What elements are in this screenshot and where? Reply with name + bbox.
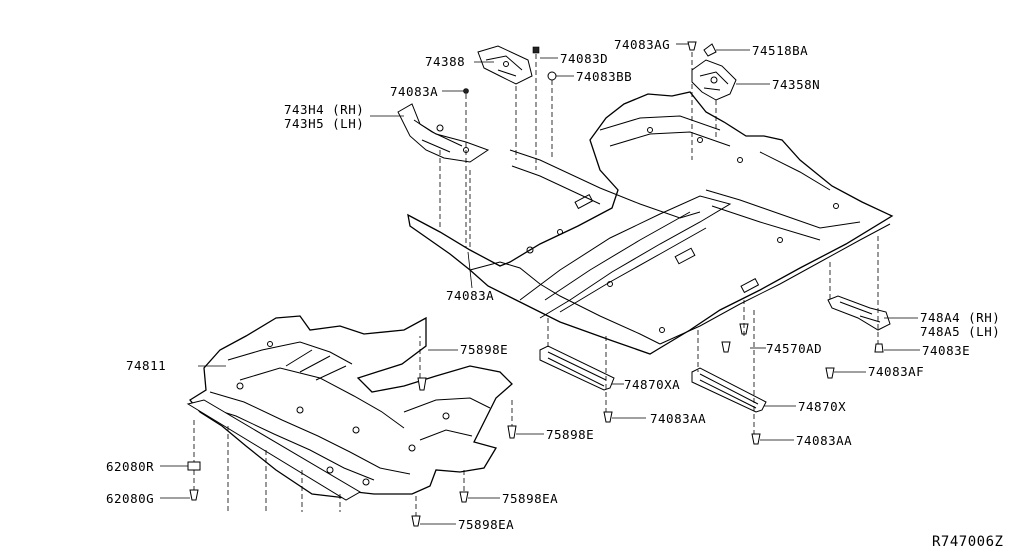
clip-75898EA-upper: [459, 491, 469, 503]
clip-74083AG: [687, 41, 697, 51]
floor-crossmember-front: [509, 149, 701, 219]
label-74870XA[interactable]: 74870XA: [624, 377, 681, 392]
floor-slot: [574, 194, 594, 210]
diagram-id: R747006Z: [932, 534, 1004, 550]
label-74811[interactable]: 74811: [126, 358, 167, 373]
nut-74518BA: [703, 43, 717, 57]
bracket-74388: [477, 45, 533, 85]
label-74083E[interactable]: 74083E: [922, 343, 971, 358]
floor-hole: [833, 203, 839, 209]
label-74083A-bottom[interactable]: 74083A: [446, 288, 495, 303]
label-74358N[interactable]: 74358N: [772, 77, 821, 92]
clip-62080R: [187, 461, 201, 471]
floor-hole: [557, 229, 563, 235]
label-74870X[interactable]: 74870X: [798, 399, 847, 414]
label-74083AA-right[interactable]: 74083AA: [796, 433, 853, 448]
label-74083AF[interactable]: 74083AF: [868, 364, 925, 379]
clip-74083AA-right: [751, 433, 761, 445]
floor-panel: [407, 91, 894, 355]
floor-tunnel: [519, 195, 732, 319]
label-748A5[interactable]: 748A5 (LH): [920, 324, 1001, 339]
floor-hole: [697, 137, 703, 143]
floor-rear-pan: [705, 189, 861, 241]
floor-hole: [647, 127, 653, 133]
bracket-748A: [827, 295, 891, 331]
under-cover-74811: [186, 315, 513, 501]
assembly-lines: [193, 52, 879, 516]
floor-panel-outline: [407, 91, 894, 355]
fasteners: [187, 41, 884, 527]
label-74083AA-left[interactable]: 74083AA: [650, 411, 707, 426]
clip-74083AA-left: [603, 411, 613, 423]
label-743H5[interactable]: 743H5 (LH): [284, 116, 365, 131]
label-74083A-top[interactable]: 74083A: [390, 84, 439, 99]
clip-74083AF: [825, 367, 835, 379]
clip-75898E-bottom: [507, 425, 517, 439]
clip-74570AD-a: [739, 323, 749, 335]
clip-74570AD-b: [721, 341, 731, 353]
clip-62080G: [189, 489, 199, 501]
clip-75898E-top: [417, 377, 427, 391]
floor-slot: [740, 278, 760, 294]
floor-left-rail: [469, 261, 661, 345]
leader-lines: [160, 43, 920, 525]
clip-74083D: [532, 46, 540, 54]
label-62080G[interactable]: 62080G: [106, 491, 155, 506]
floor-rear-ridges: [599, 115, 831, 191]
label-75898E-top[interactable]: 75898E: [460, 342, 509, 357]
grommet-74083BB: [547, 71, 557, 81]
floor-tunnel-inner: [544, 211, 707, 313]
label-74570AD[interactable]: 74570AD: [766, 341, 823, 356]
bracket-74358N: [691, 59, 737, 101]
clip-74083A-top: [463, 88, 469, 94]
label-75898EA-upper[interactable]: 75898EA: [502, 491, 559, 506]
clip-74083E: [874, 343, 884, 353]
label-74083BB[interactable]: 74083BB: [576, 69, 633, 84]
label-74388[interactable]: 74388: [425, 54, 466, 69]
floor-hole: [526, 246, 534, 254]
label-743H4[interactable]: 743H4 (RH): [284, 102, 365, 117]
label-74083D[interactable]: 74083D: [560, 51, 609, 66]
sill-cover-74870XA: [539, 345, 615, 391]
sill-cover-74870X: [691, 367, 767, 413]
label-75898EA-lower[interactable]: 75898EA: [458, 517, 515, 532]
seat-bracket-743H: [397, 103, 490, 163]
floor-hole: [737, 157, 743, 163]
clip-75898EA-lower: [411, 515, 421, 527]
floor-hole: [659, 327, 665, 333]
floor-hole: [777, 237, 783, 243]
label-75898E-bottom[interactable]: 75898E: [546, 427, 595, 442]
floor-right-rail: [659, 223, 891, 345]
floor-hole: [607, 281, 613, 287]
label-74518BA[interactable]: 74518BA: [752, 43, 809, 58]
label-748A4[interactable]: 748A4 (RH): [920, 310, 1001, 325]
label-74083AG[interactable]: 74083AG: [614, 37, 671, 52]
label-62080R[interactable]: 62080R: [106, 459, 155, 474]
floor-slot: [674, 247, 696, 265]
